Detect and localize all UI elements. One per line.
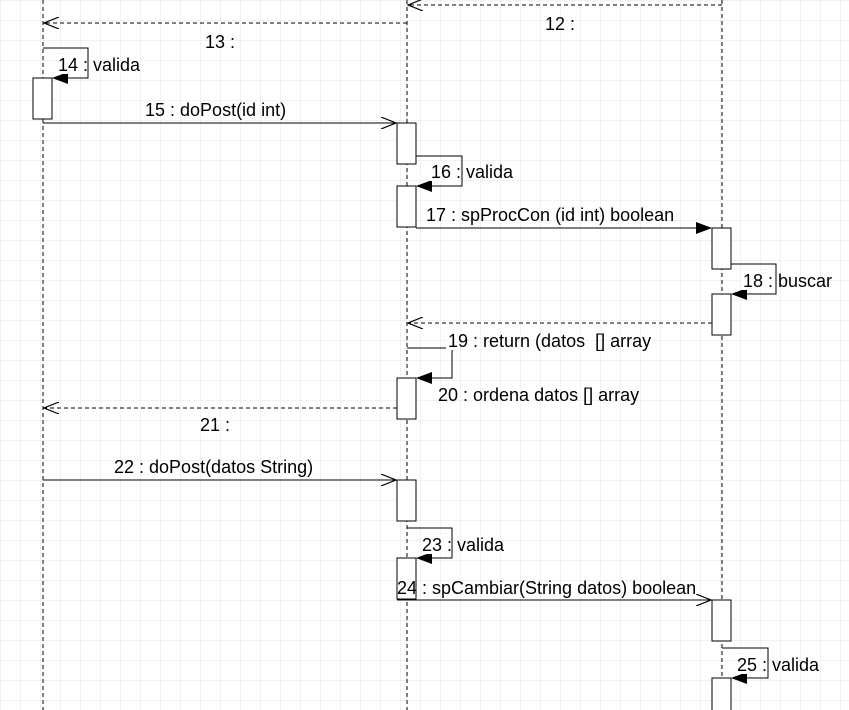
activation-bar — [396, 557, 417, 600]
label-bg — [741, 270, 775, 290]
message-23-label: 23 : valida — [422, 535, 505, 555]
activation-bar — [32, 77, 53, 120]
message-15-label: 15 : doPost(id int) — [145, 100, 286, 120]
message-14-arrow — [43, 47, 89, 84]
activation-bar — [396, 377, 417, 420]
activation-bar — [711, 599, 732, 642]
message-20-arrow — [407, 347, 453, 384]
message-24-label: 24 : spCambiar(String datos) boolean — [397, 578, 696, 598]
activation-bar — [396, 122, 417, 165]
label-bg — [421, 534, 451, 554]
message-16-arrow — [416, 155, 463, 192]
message-14-label: 14 : valida — [58, 55, 141, 75]
label-bg — [446, 332, 458, 350]
activation-bar — [711, 227, 732, 270]
activation-bar — [711, 677, 732, 710]
message-17-label: 17 : spProcCon (id int) boolean — [426, 205, 674, 225]
activation-bar — [396, 185, 417, 228]
message-13-label: 13 : — [205, 32, 235, 52]
message-16-label: 16 : valida — [431, 162, 514, 182]
message-12-label: 12 : — [545, 14, 575, 34]
message-19-label: 19 : return (datos [] array — [448, 331, 651, 351]
activation-bar — [396, 479, 417, 522]
label-bg — [430, 161, 460, 181]
message-18-arrow — [731, 263, 777, 300]
label-bg — [736, 654, 766, 674]
label-bg — [57, 54, 87, 74]
activation-bar — [711, 293, 732, 336]
message-21-label: 21 : — [200, 415, 230, 435]
message-23-arrow — [407, 527, 453, 564]
message-18-label: 18 : buscar — [743, 271, 832, 291]
message-20-label: 20 : ordena datos [] array — [438, 385, 639, 405]
message-22-label: 22 : doPost(datos String) — [114, 457, 313, 477]
message-25-label: 25 : valida — [737, 655, 820, 675]
message-25-arrow — [722, 647, 769, 684]
